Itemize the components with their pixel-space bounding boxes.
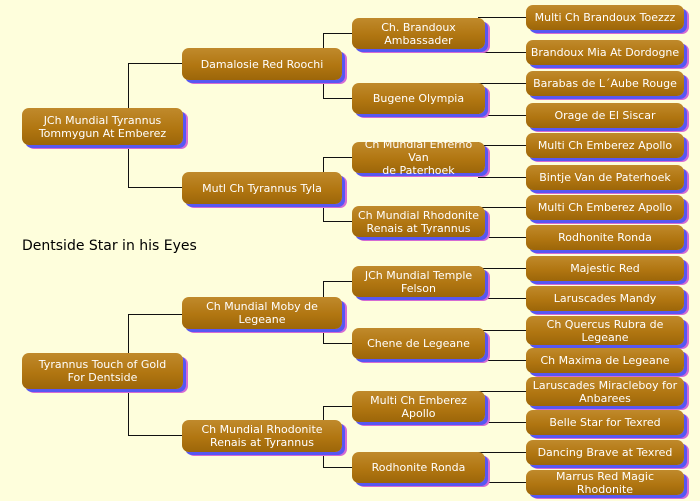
maternal-grandsire-box[interactable]: Ch Mundial Moby de Legeane — [182, 297, 342, 329]
ggparent-box-5[interactable]: JCh Mundial Temple Felson — [352, 266, 485, 297]
gggparent-box-7[interactable]: Multi Ch Emberez Apollo — [526, 195, 684, 220]
gggparent-box-8[interactable]: Rodhonite Ronda — [526, 225, 684, 250]
gggparent-box-6[interactable]: Bintje Van de Paterhoek — [526, 165, 684, 190]
gggparent-box-1[interactable]: Multi Ch Brandoux Toezzz — [526, 5, 684, 30]
gggparent-box-5[interactable]: Multi Ch Emberez Apollo — [526, 133, 684, 158]
gggparent-box-16[interactable]: Marrus Red Magic Rhodonite — [526, 470, 684, 496]
gggparent-box-15[interactable]: Dancing Brave at Texred — [526, 440, 684, 465]
ggparent-box-1[interactable]: Ch. Brandoux Ambassader — [352, 18, 485, 49]
gggparent-box-9[interactable]: Majestic Red — [526, 256, 684, 281]
gggparent-box-3[interactable]: Barabas de L´Aube Rouge — [526, 71, 684, 96]
ggparent-box-7[interactable]: Multi Ch Emberez Apollo — [352, 391, 485, 422]
ggparent-box-8[interactable]: Rodhonite Ronda — [352, 452, 485, 483]
gggparent-box-2[interactable]: Brandoux Mia At Dordogne — [526, 40, 684, 65]
paternal-grandsire-box[interactable]: Damalosie Red Roochi — [182, 48, 342, 80]
ggparent-box-6[interactable]: Chene de Legeane — [352, 328, 485, 359]
gggparent-box-4[interactable]: Orage de El Siscar — [526, 103, 684, 128]
paternal-granddam-box[interactable]: Mutl Ch Tyrannus Tyla — [182, 172, 342, 204]
ggparent-box-2[interactable]: Bugene Olympia — [352, 83, 485, 114]
gggparent-box-14[interactable]: Belle Star for Texred — [526, 410, 684, 435]
dog-name-title: Dentside Star in his Eyes — [22, 238, 197, 254]
gggparent-box-10[interactable]: Laruscades Mandy — [526, 286, 684, 311]
gggparent-box-12[interactable]: Ch Maxima de Legeane — [526, 348, 684, 373]
